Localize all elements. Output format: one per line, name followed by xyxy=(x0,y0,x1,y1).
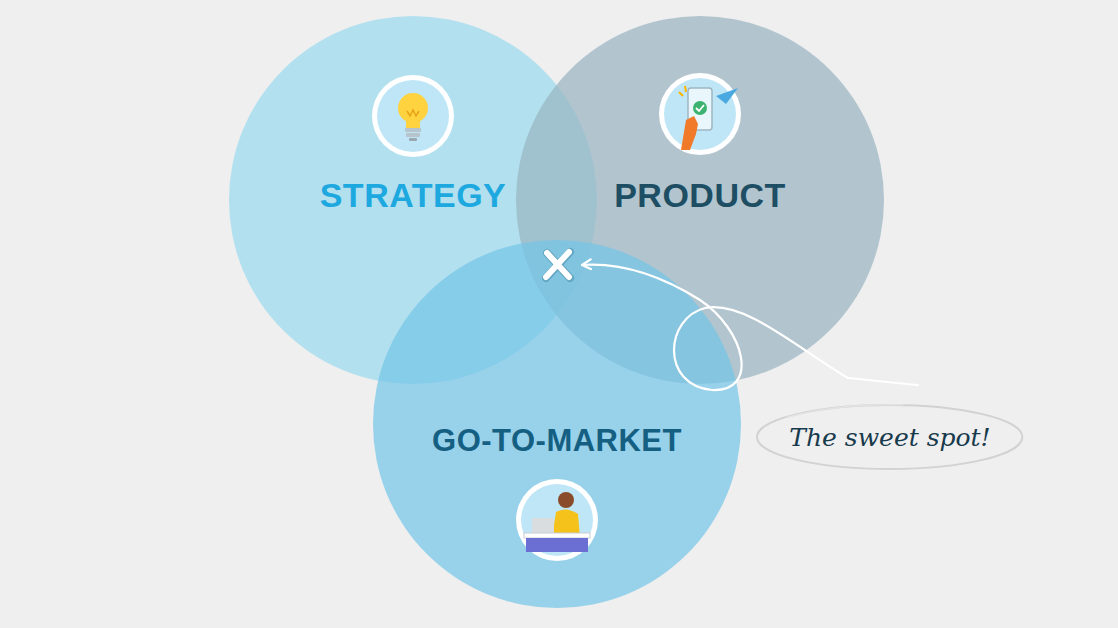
circle-label: GO-TO-MARKET xyxy=(432,423,682,459)
ellipse-sketch xyxy=(787,405,904,418)
x-mark xyxy=(546,252,570,278)
circle-label: PRODUCT xyxy=(614,176,786,215)
callout-tail xyxy=(848,378,918,385)
circle-fill xyxy=(373,240,741,608)
circle-label: STRATEGY xyxy=(320,176,507,215)
ellipse-fill xyxy=(757,405,1022,469)
callout-text: The sweet spot! xyxy=(789,423,990,452)
callout-bubble: The sweet spot! xyxy=(754,402,1025,472)
person-icon xyxy=(516,479,598,561)
leader-arrow xyxy=(582,265,848,390)
bulb-icon xyxy=(372,75,454,157)
phone-icon xyxy=(659,73,741,155)
